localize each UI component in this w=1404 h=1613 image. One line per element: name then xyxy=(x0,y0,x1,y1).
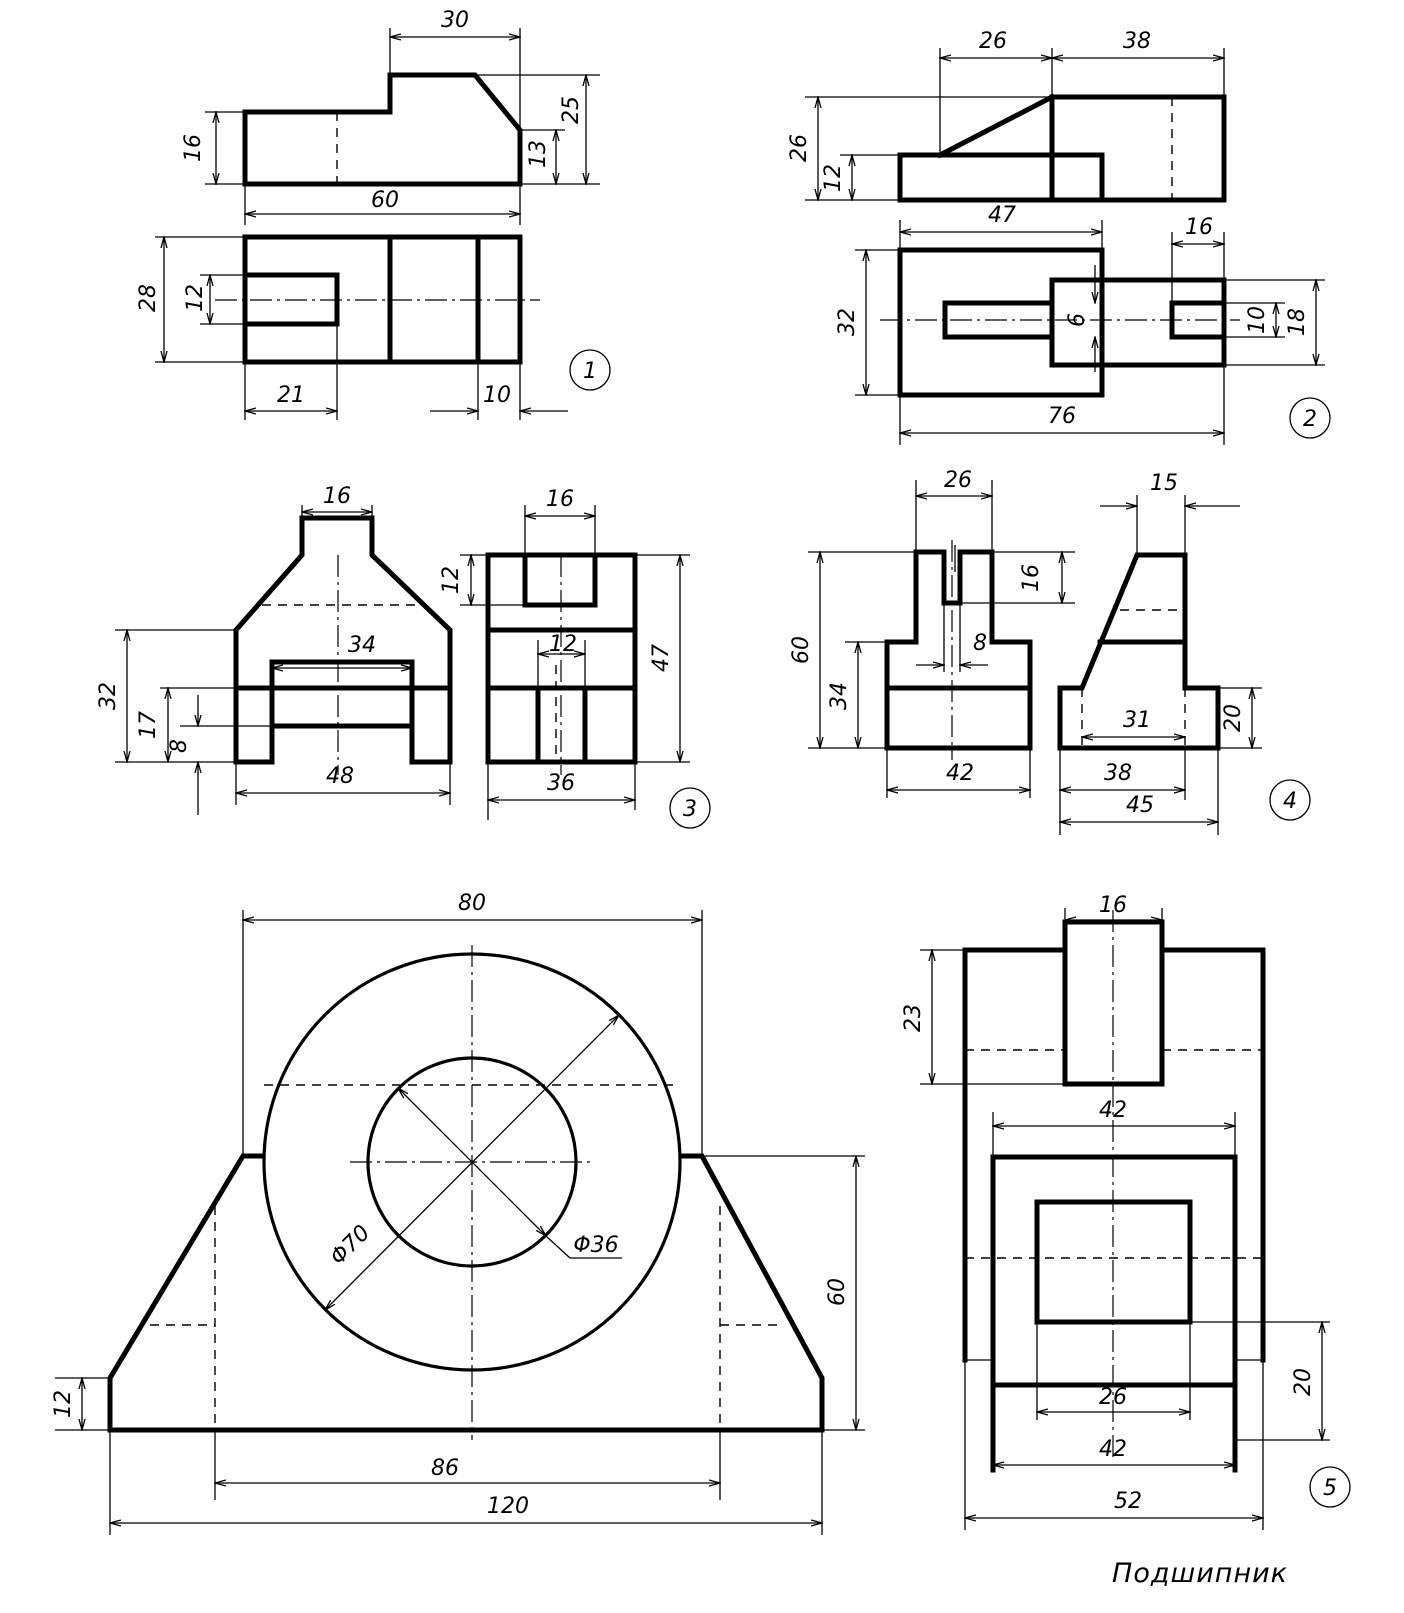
view-number: 1 xyxy=(583,359,597,384)
dim-42-upper: 42 xyxy=(1099,1098,1127,1123)
view-2: 26 38 26 12 47 16 32 6 10 18 76 2 xyxy=(787,29,1331,445)
dim-32: 32 xyxy=(96,682,121,710)
dim-26-height: 26 xyxy=(787,134,812,162)
dim-phi36: Φ36 xyxy=(573,1233,618,1258)
dim-16: 16 xyxy=(1099,893,1127,918)
dim-48: 48 xyxy=(326,764,354,789)
dim-8: 8 xyxy=(973,631,987,656)
dim-16: 16 xyxy=(1185,215,1213,240)
view-number: 3 xyxy=(683,797,697,822)
dim-13: 13 xyxy=(526,140,551,168)
dim-38: 38 xyxy=(1104,761,1132,786)
dim-60: 60 xyxy=(371,188,399,213)
dim-47: 47 xyxy=(988,203,1016,228)
dim-30: 30 xyxy=(441,8,469,33)
dim-17: 17 xyxy=(136,711,161,739)
dim-8: 8 xyxy=(167,739,192,753)
dim-60: 60 xyxy=(825,1278,850,1306)
dim-16: 16 xyxy=(1019,564,1044,592)
view-number: 4 xyxy=(1283,789,1297,814)
dim-25: 25 xyxy=(559,96,584,124)
dim-phi70: Φ70 xyxy=(326,1221,376,1271)
view-number-badge xyxy=(669,787,711,829)
dim-16: 16 xyxy=(181,134,206,162)
dim-47: 47 xyxy=(649,644,674,672)
dim-80: 80 xyxy=(458,891,486,916)
dim-12-slot: 12 xyxy=(549,632,577,657)
dim-31: 31 xyxy=(1123,708,1151,733)
dim-42: 42 xyxy=(946,761,974,786)
dim-12: 12 xyxy=(821,164,846,192)
dim-20: 20 xyxy=(1291,1368,1316,1396)
dim-26: 26 xyxy=(944,468,972,493)
dim-32: 32 xyxy=(835,308,860,336)
dim-76: 76 xyxy=(1048,404,1076,429)
dim-16: 16 xyxy=(323,484,351,509)
dim-20: 20 xyxy=(1221,704,1246,732)
dim-34: 34 xyxy=(348,633,376,658)
dim-12: 12 xyxy=(439,566,464,594)
dim-120: 120 xyxy=(487,1494,529,1519)
dim-36: 36 xyxy=(547,771,575,796)
dim-21: 21 xyxy=(277,383,305,408)
view-3: 16 16 12 34 12 47 32 17 8 48 36 3 xyxy=(96,484,711,829)
view-number: 2 xyxy=(1303,407,1317,432)
dim-12: 12 xyxy=(51,1390,76,1418)
dim-18: 18 xyxy=(1285,308,1310,336)
dim-45: 45 xyxy=(1126,793,1154,818)
dim-10: 10 xyxy=(483,383,511,408)
dim-42-lower: 42 xyxy=(1099,1437,1127,1462)
dim-15: 15 xyxy=(1150,471,1178,496)
view-5: 80 Φ70 Φ36 60 12 86 120 16 23 42 20 26 4… xyxy=(51,891,1351,1535)
dim-60: 60 xyxy=(789,636,814,664)
drawing-caption: Подшипник xyxy=(1112,1558,1288,1589)
dim-28: 28 xyxy=(136,284,161,312)
dim-10: 10 xyxy=(1245,306,1270,334)
dim-26: 26 xyxy=(1099,1385,1127,1410)
view-number-badge xyxy=(1289,397,1331,439)
view-number-badge xyxy=(1269,779,1311,821)
dim-23: 23 xyxy=(901,1004,926,1032)
view-1: 30 16 25 13 60 28 12 21 10 1 xyxy=(136,8,611,420)
dim-52: 52 xyxy=(1114,1489,1142,1514)
dim-86: 86 xyxy=(431,1456,459,1481)
view-number-badge xyxy=(1309,1466,1351,1508)
dim-12: 12 xyxy=(183,284,208,312)
view-number-badge xyxy=(569,349,611,391)
dim-34: 34 xyxy=(827,682,852,710)
view-4: 26 15 16 60 8 34 31 20 42 38 45 4 xyxy=(789,468,1311,835)
dim-38: 38 xyxy=(1123,29,1151,54)
view-number: 5 xyxy=(1323,1476,1337,1501)
dim-16-side: 16 xyxy=(546,487,574,512)
dim-6: 6 xyxy=(1065,313,1090,327)
dim-26: 26 xyxy=(979,29,1007,54)
